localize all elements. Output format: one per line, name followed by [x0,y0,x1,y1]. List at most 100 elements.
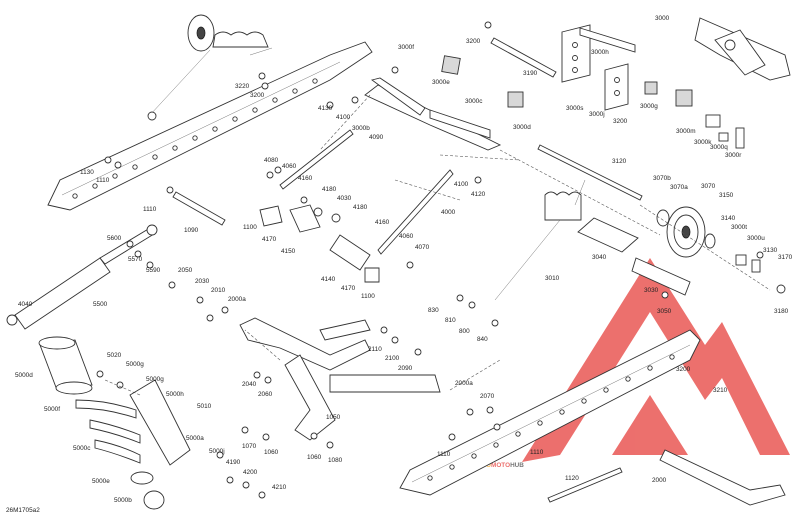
callout-4180: 4180 [322,186,337,193]
callout-5600: 5600 [107,235,122,242]
rear-arm-3000 [694,17,791,81]
callout-3000j: 3000j [589,111,605,118]
callout-5570: 5570 [128,256,143,263]
callout-4180: 4180 [353,204,368,211]
callout-5000b: 5000b [114,497,132,504]
callout-3070: 3070 [701,183,716,190]
callout-1120: 1120 [565,475,579,482]
callout-3000q: 3000q [710,144,728,151]
callout-5010: 5010 [197,403,212,410]
callout-2010: 2010 [211,287,226,294]
callout-3150: 3150 [719,192,734,199]
callout-2060: 2060 [258,391,273,398]
callout-4190: 4190 [226,459,241,466]
link-rods [172,129,454,283]
callout-3000e: 3000e [432,79,450,86]
callout-5000f: 5000f [44,406,60,413]
front-arm-assembly [364,55,524,151]
callout-4160: 4160 [375,219,390,226]
callout-5000a: 5000a [186,435,204,442]
callout-5000e: 5000e [92,478,110,485]
callout-4100: 4100 [336,114,351,121]
callout-2000a: 2000a [455,380,473,387]
callout-3000t: 3000t [731,224,747,231]
bolt-1120 [547,467,623,503]
callout-4060: 4060 [399,233,414,240]
bracket-3000h [561,24,636,111]
shaft-3120 [537,144,643,201]
callout-1110: 1110 [437,451,451,458]
bushings-3000g-3000r [644,81,745,149]
callout-840: 840 [477,336,488,343]
callout-3000k: 3000k [694,139,712,146]
callout-5000j: 5000j [209,448,225,455]
callout-5500: 5500 [93,301,108,308]
callout-3210: 3210 [713,387,728,394]
callout-3030: 3030 [644,287,659,294]
callout-1130: 1130 [80,169,94,176]
callout-4060: 4060 [282,163,297,170]
callout-4210: 4210 [272,484,287,491]
callout-3200: 3200 [466,38,481,45]
callout-3180: 3180 [774,308,789,315]
callout-3000c: 3000c [465,98,483,105]
callout-2070: 2070 [480,393,495,400]
roller-3040 [577,217,691,296]
diagram-code: 26M1705a2 [6,507,40,514]
callout-1100: 1100 [361,293,375,300]
callout-3000f: 3000f [398,44,414,51]
callout-810: 810 [445,317,456,324]
callout-3000g: 3000g [640,103,658,110]
callout-3200: 3200 [250,92,265,99]
callout-5590: 5590 [146,267,161,274]
callout-3190: 3190 [523,70,538,77]
callout-1110: 1110 [143,206,157,213]
callout-4030: 4030 [337,195,352,202]
callout-3000b: 3000b [352,125,370,132]
callout-5000h: 5000h [166,391,184,398]
callout-3050: 3050 [657,308,672,315]
callout-4200: 4200 [243,469,258,476]
watermark-logo-mark [522,258,790,462]
callout-3000: 3000 [655,15,670,22]
callout-3200: 3200 [676,366,691,373]
callout-4100: 4100 [454,181,469,188]
front-shock-5000 [38,336,191,510]
callout-3000r: 3000r [725,152,742,159]
callout-4170: 4170 [341,285,356,292]
callout-1060: 1060 [264,449,279,456]
callout-3200: 3200 [613,118,628,125]
left-rail [47,41,373,211]
callout-2050: 2050 [178,267,193,274]
callout-1110: 1110 [530,449,544,456]
callout-2030: 2030 [195,278,210,285]
left-idler-wheel [147,14,273,121]
callout-3220: 3220 [235,83,250,90]
callout-4000: 4000 [441,209,456,216]
callout-4160: 4160 [298,175,313,182]
callout-4070: 4070 [415,244,430,251]
right-rail [399,329,701,496]
callout-3000h: 3000h [591,49,609,56]
callout-2110: 2110 [368,346,382,353]
callout-2000a: 2000a [228,296,246,303]
callout-3170: 3170 [778,254,793,261]
callout-1050: 1050 [326,414,341,421]
callout-4090: 4090 [369,134,384,141]
callout-5000g: 5000g [126,361,144,368]
torsion-spring-3010 [494,179,586,301]
callout-1110: 1110 [96,177,110,184]
callout-3000u: 3000u [747,235,765,242]
callout-4040: 4040 [18,301,33,308]
callout-2040: 2040 [242,381,257,388]
rear-arm-2000 [659,449,786,506]
callout-3070a: 3070a [670,184,688,191]
callout-4170: 4170 [262,236,277,243]
hardware-fasteners [96,21,764,499]
assembly-dashed-lines [104,94,771,396]
callout-3130: 3130 [763,247,778,254]
callout-3070b: 3070b [653,175,671,182]
callout-1090: 1090 [184,227,199,234]
callout-1060: 1060 [307,454,322,461]
